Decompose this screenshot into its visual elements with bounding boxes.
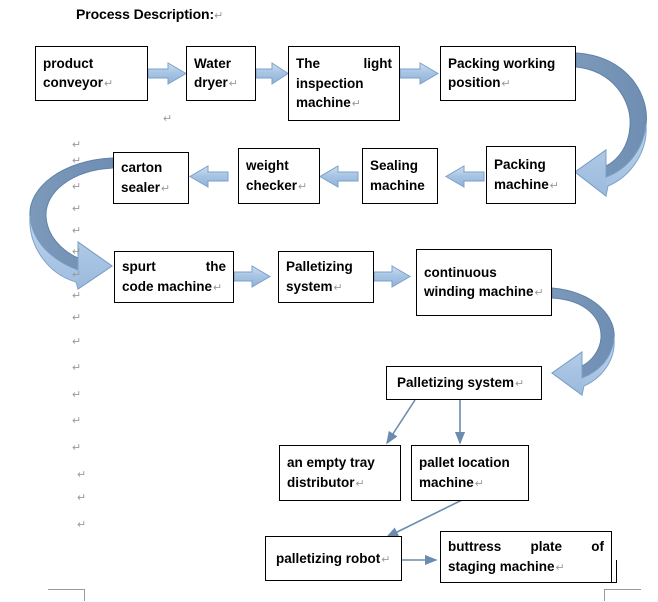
node-line: Palletizing: [286, 259, 353, 275]
node-line: machine: [370, 178, 425, 193]
pilcrow-mark: ↵: [298, 180, 308, 193]
arrow-sealing-to-weight: [319, 165, 359, 188]
node-line: pallet location: [419, 455, 510, 471]
arrow-weight-to-carton: [189, 165, 229, 188]
page-title: Process Description:↵: [76, 6, 223, 22]
pilcrow-mark: ↵: [161, 182, 171, 195]
pilcrow-mark: ↵: [534, 287, 544, 300]
arrow-inspection-to-packing-position: [399, 62, 439, 85]
pilcrow-mark: ↵: [72, 290, 82, 302]
node-line: inspection: [296, 75, 364, 91]
page-corner-mark-bottom-right: [604, 589, 641, 601]
node-continuous-winding-machine[interactable]: continuous winding machine↵: [416, 249, 552, 316]
pilcrow-mark: ↵: [72, 442, 82, 454]
page-edge-mark-right: [596, 560, 617, 583]
node-line: checker↵: [246, 177, 308, 193]
node-line: Sealing: [370, 158, 419, 174]
pilcrow-mark: ↵: [104, 78, 114, 91]
node-line: winding machine↵: [424, 284, 544, 300]
pilcrow-mark: ↵: [77, 519, 87, 531]
pilcrow-mark: ↵: [72, 181, 82, 193]
pilcrow-mark: ↵: [333, 281, 343, 294]
pilcrow-mark: ↵: [72, 415, 82, 427]
node-line: system↵: [286, 278, 343, 294]
node-palletizing-robot[interactable]: palletizing robot↵: [265, 536, 402, 581]
node-line: Palletizing system↵: [397, 375, 525, 391]
pilcrow-mark: ↵: [515, 378, 525, 391]
pilcrow-mark: ↵: [72, 336, 82, 348]
pilcrow-mark: ↵: [555, 561, 565, 574]
node-line: machine↵: [296, 95, 361, 111]
pilcrow-mark: ↵: [77, 469, 87, 481]
node-line: machine↵: [419, 474, 484, 490]
node-line: an empty tray: [287, 455, 375, 471]
connector-palletizing-to-tray-distributor: [386, 399, 416, 445]
node-line: Packing working: [448, 55, 556, 71]
pilcrow-mark: ↵: [549, 179, 559, 192]
node-line: conveyor↵: [43, 75, 114, 91]
node-line: distributor↵: [287, 474, 365, 490]
node-line: sealer↵: [121, 179, 171, 195]
arrow-palletizing-to-winding: [373, 265, 411, 288]
arrow-spurt-to-palletizing: [233, 265, 271, 288]
node-line: weight: [246, 158, 289, 174]
pilcrow-mark: ↵: [355, 477, 365, 490]
node-line: position↵: [448, 75, 511, 91]
arrow-conveyor-to-dryer: [147, 62, 187, 85]
node-water-dryer[interactable]: Water dryer↵: [186, 46, 256, 101]
node-product-conveyor[interactable]: product conveyor↵: [35, 46, 148, 101]
pilcrow-mark: ↵: [214, 10, 224, 22]
node-line: palletizing robot↵: [276, 550, 391, 566]
node-sealing-machine[interactable]: Sealing machine: [362, 148, 438, 204]
node-palletizing-system-1[interactable]: Palletizing system↵: [278, 251, 374, 303]
arrow-packing-to-sealing: [445, 165, 485, 188]
pilcrow-mark: ↵: [72, 389, 82, 401]
u-turn-arrow-row3-to-row4: [551, 287, 615, 396]
node-carton-sealer[interactable]: carton sealer↵: [113, 152, 189, 204]
node-pallet-location-machine[interactable]: pallet location machine↵: [411, 445, 529, 501]
node-line: machine↵: [494, 176, 559, 192]
page-title-text: Process Description:: [76, 6, 215, 22]
pilcrow-mark: ↵: [72, 203, 82, 215]
u-turn-arrow-row1-to-row2: [574, 52, 647, 198]
page-corner-mark-bottom-left: [48, 589, 85, 601]
pilcrow-mark: ↵: [72, 155, 82, 167]
pilcrow-mark: ↵: [72, 139, 82, 151]
node-line: code machine↵: [122, 278, 223, 294]
node-line: Packing: [494, 157, 546, 173]
pilcrow-mark: ↵: [228, 78, 238, 91]
node-line: dryer↵: [194, 75, 238, 91]
pilcrow-mark: ↵: [351, 98, 361, 111]
pilcrow-mark: ↵: [72, 312, 82, 324]
node-line: product: [43, 55, 94, 71]
pilcrow-mark: ↵: [77, 492, 87, 504]
pilcrow-mark: ↵: [381, 553, 391, 566]
pilcrow-mark: ↵: [72, 362, 82, 374]
node-weight-checker[interactable]: weight checker↵: [238, 148, 320, 204]
pilcrow-mark: ↵: [474, 477, 484, 490]
node-packing-working-position[interactable]: Packing working position↵: [440, 46, 576, 101]
pilcrow-mark: ↵: [72, 225, 82, 237]
node-palletizing-system-2[interactable]: Palletizing system↵: [386, 366, 542, 400]
pilcrow-mark: ↵: [72, 269, 82, 281]
pilcrow-mark: ↵: [213, 281, 223, 294]
pilcrow-mark: ↵: [501, 78, 511, 91]
node-line: staging machine↵: [448, 558, 565, 574]
node-line: continuous: [424, 264, 497, 280]
arrow-dryer-to-inspection: [255, 62, 289, 85]
node-line: carton: [121, 160, 163, 176]
pilcrow-mark: ↵: [163, 113, 173, 125]
node-empty-tray-distributor[interactable]: an empty tray distributor↵: [279, 445, 401, 501]
node-packing-machine[interactable]: Packing machine↵: [486, 146, 576, 204]
pilcrow-mark: ↵: [72, 246, 82, 258]
node-line: Water: [194, 55, 232, 71]
